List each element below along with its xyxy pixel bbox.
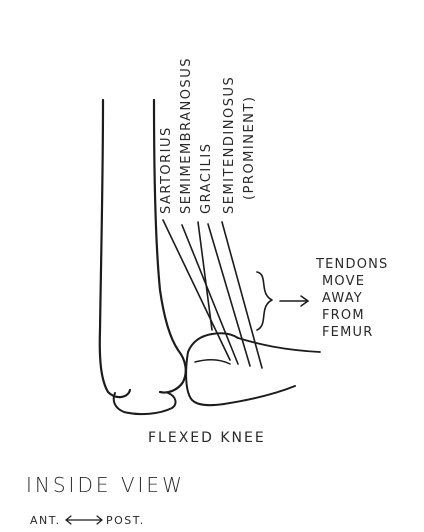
caption-flexed-knee: FLEXED KNEE [148, 430, 266, 446]
muscle-labels: SARTORIUS SEMIMEMBRANOSUS GRACILIS SEMIT… [159, 57, 257, 214]
orientation-posterior: POST. [106, 514, 145, 527]
note-line-2: MOVE [322, 274, 365, 289]
curly-brace [257, 272, 272, 330]
note-line-4: FROM [322, 308, 365, 323]
tibia-top [188, 333, 238, 352]
label-gracilis: GRACILIS [199, 143, 214, 214]
note-line-5: FEMUR [322, 325, 373, 340]
tendons [163, 220, 262, 368]
tendon-note: TENDONS MOVE AWAY FROM FEMUR [315, 257, 389, 340]
orientation: ANT. POST. [30, 514, 145, 527]
tibia-plateau-line [195, 360, 230, 364]
tendon-bracket [257, 272, 308, 330]
tendon-semitendinosus-b [222, 222, 262, 368]
label-sartorius: SARTORIUS [159, 126, 174, 214]
femur-outline-left [100, 100, 130, 397]
title-inside-view: INSIDE VIEW [26, 473, 185, 497]
tendon-gracilis [198, 222, 212, 330]
tibia [186, 333, 320, 405]
note-line-3: AWAY [322, 291, 363, 306]
tibia-shaft-top [238, 338, 320, 352]
label-prominent: (PROMINENT) [242, 96, 257, 200]
label-semimembranosus: SEMIMEMBRANOSUS [179, 57, 194, 214]
label-semitendinosus: SEMITENDINOSUS [222, 76, 237, 214]
note-line-1: TENDONS [315, 257, 389, 272]
orientation-anterior: ANT. [30, 514, 61, 527]
